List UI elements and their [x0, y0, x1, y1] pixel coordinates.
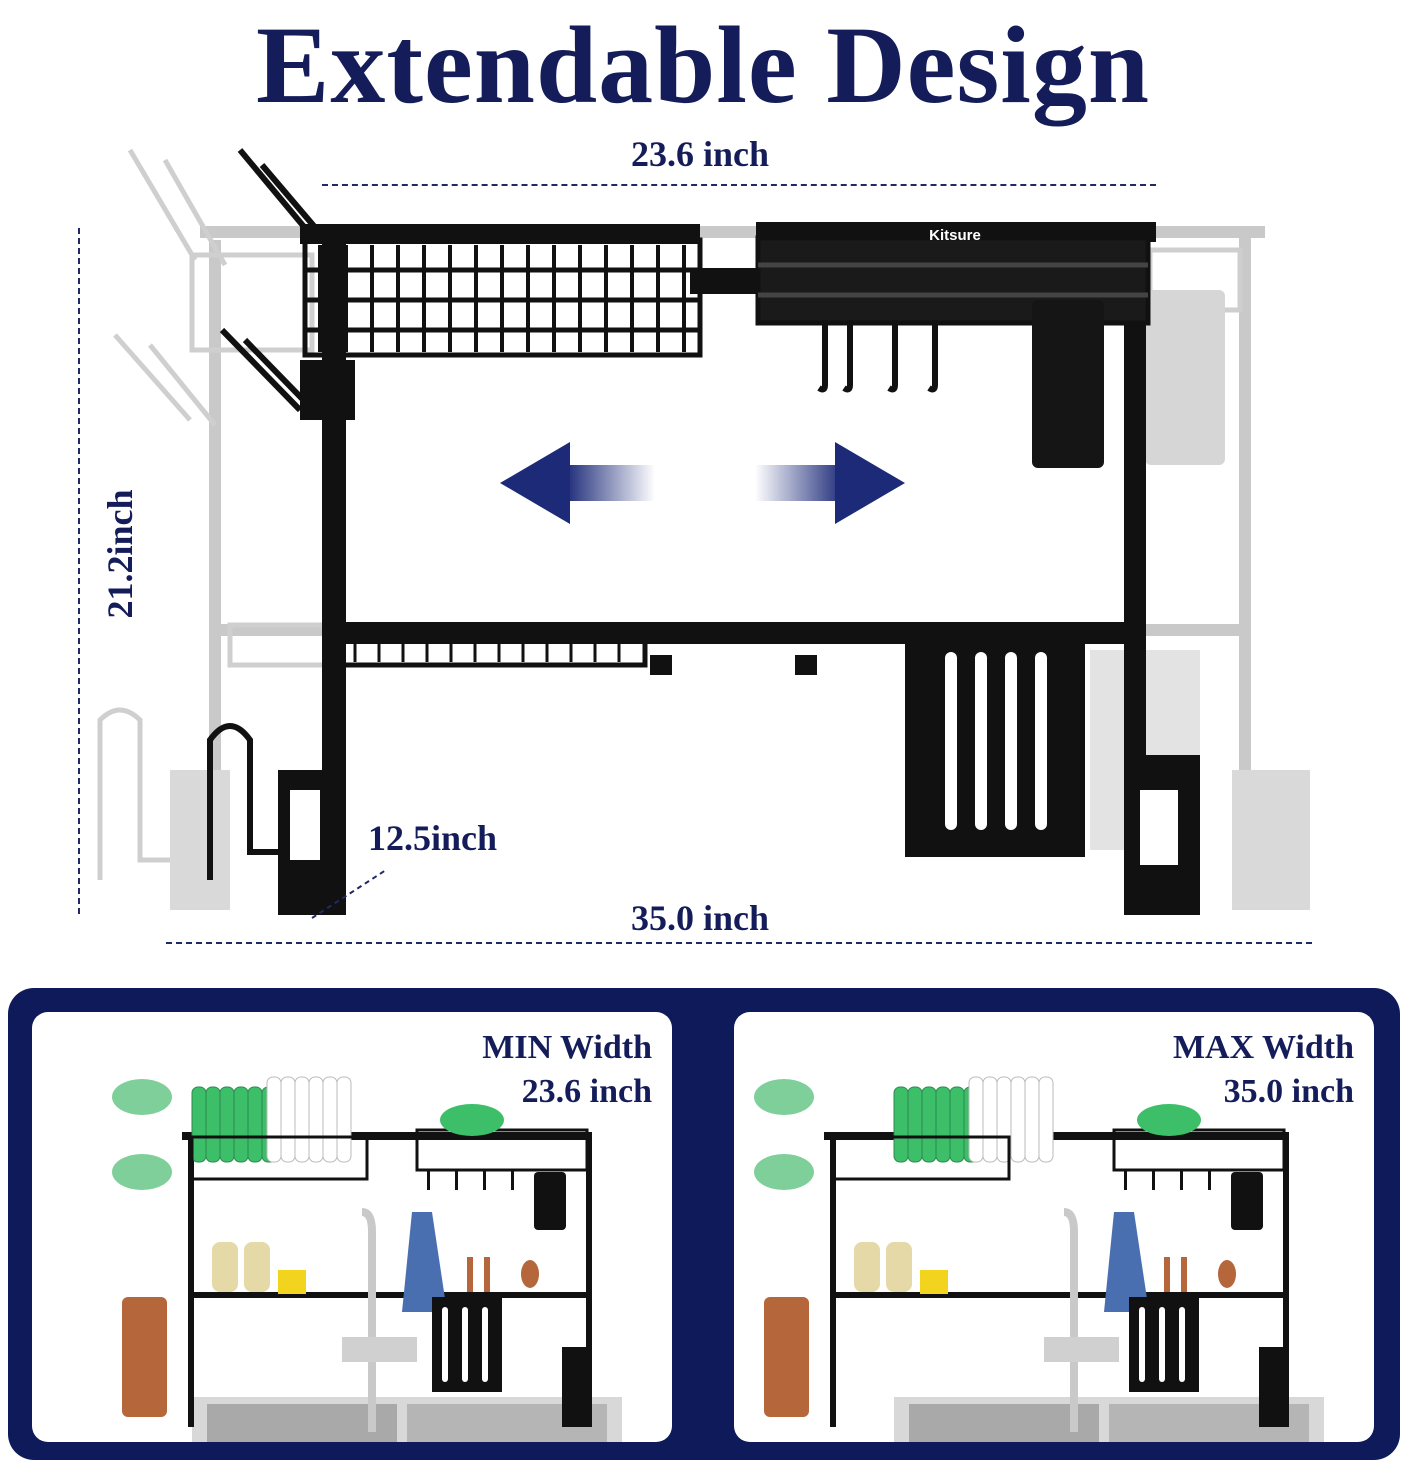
- min-width-scene: [112, 1076, 622, 1442]
- foot-left: [650, 655, 672, 675]
- utensil-hooks: [817, 320, 938, 393]
- min-width-label: MIN Width: [482, 1029, 652, 1066]
- lower-shelf-slots: [353, 630, 621, 662]
- bottom-width-label: 35.0 inch: [630, 898, 770, 938]
- max-width-value: 35.0 inch: [1223, 1073, 1354, 1110]
- rack-illustration: Kitsure: [97, 148, 1310, 919]
- lower-shelf: [337, 622, 648, 668]
- bottom-width-line: [166, 942, 1312, 944]
- left-basket-slots: [318, 245, 686, 352]
- min-width-value: 23.6 inch: [521, 1073, 652, 1110]
- knife-block: [905, 622, 1085, 857]
- foot-right: [795, 655, 817, 675]
- depth-line: [311, 869, 387, 919]
- top-width-line: [322, 184, 1156, 186]
- knife-slots: [945, 652, 1047, 830]
- height-line: [78, 228, 80, 914]
- side-hook: [300, 360, 355, 420]
- max-width-scene: [754, 1076, 1324, 1442]
- utensil-holder: [1032, 300, 1104, 468]
- brand-logo: Kitsure: [929, 227, 981, 244]
- depth-label: 12.5inch: [368, 818, 498, 858]
- extend-arrows: [500, 442, 905, 524]
- top-width-label: 23.6 inch: [630, 134, 770, 174]
- min-width-card: MIN Width 23.6 inch: [32, 1012, 672, 1442]
- page-title: Extendable Design: [255, 4, 1151, 126]
- max-width-card: MAX Width 35.0 inch: [734, 1012, 1374, 1442]
- max-width-label: MAX Width: [1172, 1029, 1354, 1066]
- board-holder: [207, 723, 300, 880]
